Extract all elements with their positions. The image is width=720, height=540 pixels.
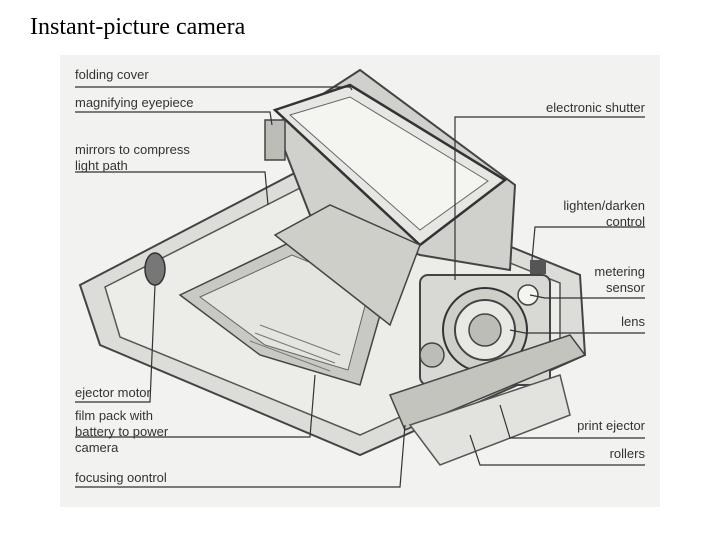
slide-title: Instant-picture camera (30, 14, 246, 40)
camera-illustration (75, 68, 645, 488)
leader-lines (75, 86, 645, 488)
label-mirrors: mirrors to compress light path (75, 142, 190, 173)
label-metering-sensor: metering sensor (594, 264, 645, 295)
eyepiece (264, 119, 286, 161)
label-folding-cover: folding cover (75, 67, 149, 82)
label-lens: lens (621, 314, 645, 329)
label-lighten-darken: lighten/darken control (563, 198, 645, 229)
label-print-ejector: print ejector (577, 418, 645, 433)
label-magnifying-eyepiece: magnifying eyepiece (75, 95, 194, 110)
front-tray (388, 334, 587, 431)
mirror-panel (273, 204, 421, 327)
focus-wheel (419, 342, 445, 368)
ejector-motor (144, 252, 166, 286)
label-film-pack: film pack with battery to power camera (75, 408, 169, 455)
camera-diagram: folding cover magnifying eyepiece mirror… (60, 55, 660, 507)
label-ejector-motor: ejector motor (75, 385, 151, 400)
label-electronic-shutter: electronic shutter (546, 100, 645, 115)
label-focusing-control: focusing oontrol (75, 470, 167, 485)
label-rollers: rollers (609, 446, 645, 461)
